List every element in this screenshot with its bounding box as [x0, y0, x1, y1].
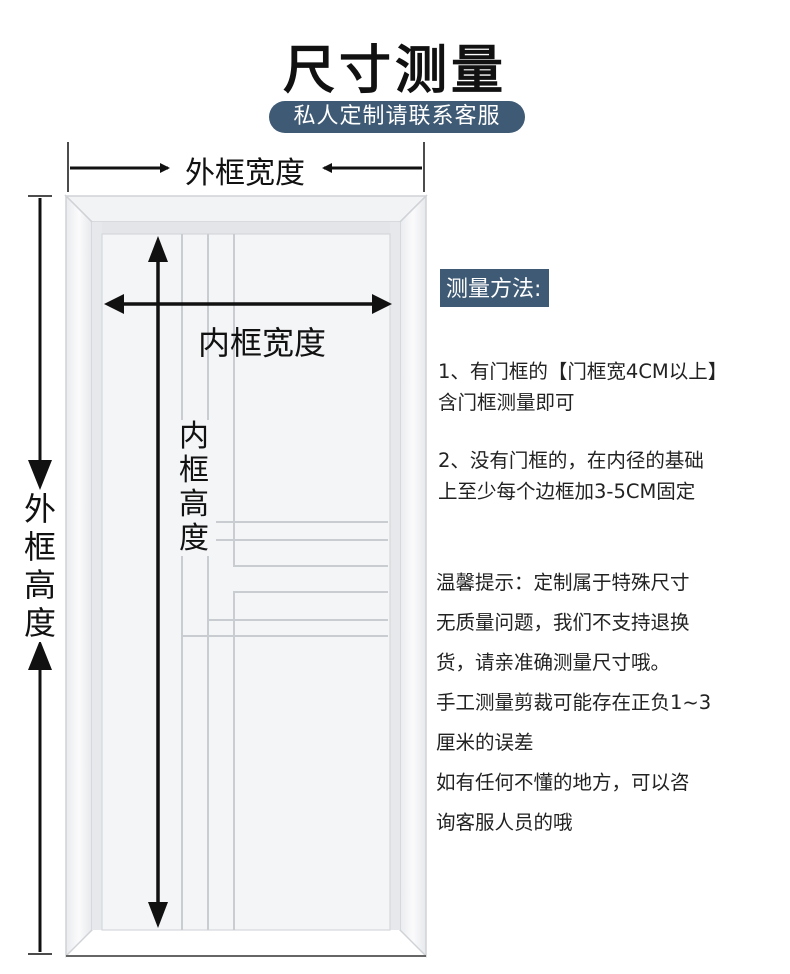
tip-line: 询客服人员的哦 [436, 811, 573, 834]
page-title: 尺寸测量 [282, 41, 507, 101]
door-leaf [101, 233, 391, 931]
inner-width-label: 内框宽度 [197, 324, 326, 362]
outer-height-label: 外 框 高 度 [18, 490, 62, 642]
inner-height-label: 内 框 高 度 [172, 420, 216, 556]
inner-width-arrow [104, 294, 392, 314]
tip-line: 温馨提示：定制属于特殊尺寸 [436, 571, 690, 594]
outer-height-arrow [28, 195, 52, 955]
contact-badge: 私人定制请联系客服 [269, 101, 525, 133]
outer-width-arrow [67, 142, 425, 192]
method-step-1: 1、有门框的【门框宽4CM以上】 含门框测量即可 [438, 360, 728, 414]
tip-line: 货，请亲准确测量尺寸哦。 [436, 651, 671, 674]
tip-line: 厘米的误差 [436, 731, 534, 754]
tips-block: 温馨提示：定制属于特殊尺寸 无质量问题，我们不支持退换 货，请亲准确测量尺寸哦。… [436, 563, 781, 843]
door-frame [64, 194, 428, 958]
tip-line: 无质量问题，我们不支持退换 [436, 611, 690, 634]
method-title: 测量方法: [440, 269, 550, 307]
outer-width-label: 外框宽度 [185, 156, 305, 191]
method-step-2: 2、没有门框的，在内径的基础 上至少每个边框加3-5CM固定 [438, 449, 704, 503]
tip-line: 如有任何不懂的地方，可以咨 [436, 771, 690, 794]
inner-height-arrow [148, 236, 168, 928]
tip-line: 手工测量剪裁可能存在正负1~3 [436, 691, 712, 714]
